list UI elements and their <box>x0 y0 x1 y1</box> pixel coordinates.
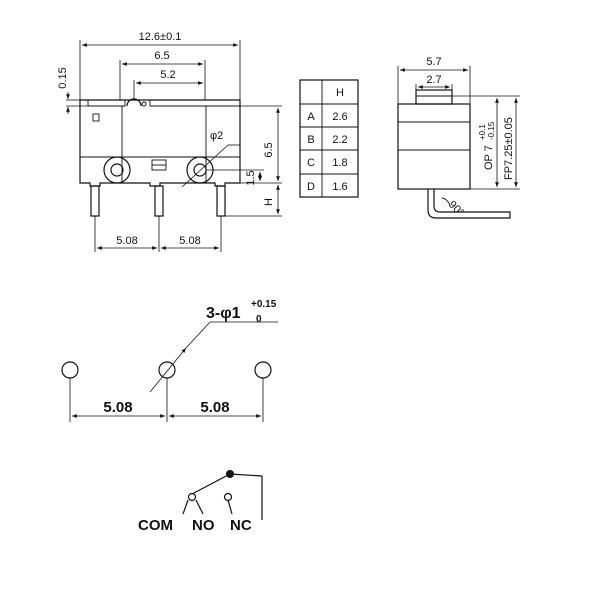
footprint-hole-label: 3-φ1 <box>206 305 241 322</box>
mount-hole-left <box>103 156 131 184</box>
pin-no <box>154 185 164 217</box>
side-body <box>397 103 471 190</box>
dim-lever-offset: 5.2 <box>160 69 175 81</box>
marker-box <box>92 113 100 122</box>
op-tol-lower: -0.15 <box>487 121 496 140</box>
op-tol-upper: +0.1 <box>478 124 487 140</box>
table-value: 1.8 <box>332 157 347 169</box>
table-key: C <box>307 157 315 169</box>
dim-pitch-left: 5.08 <box>116 235 137 247</box>
footprint-hole-nc <box>254 361 272 379</box>
footprint-tol-lower: 0 <box>256 314 262 325</box>
dim-pin-height: H <box>263 198 275 206</box>
dim-pitch-right: 5.08 <box>179 235 200 247</box>
mount-hole-left-inner <box>110 163 124 177</box>
schematic: COM NO NC <box>138 470 263 534</box>
switch-arm <box>191 473 231 495</box>
dim-gap: 0.15 <box>57 67 69 88</box>
side-view: 90° 5.7 2.7 OP 7 +0.1 -0.15 FP7.25±0.05 <box>397 56 520 219</box>
front-view: 12.6±0.1 6.5 5.2 0.15 φ2 6.5 1.5 H <box>57 31 282 252</box>
table-value: 2.2 <box>332 134 347 146</box>
footprint-pitch-right: 5.08 <box>200 399 229 416</box>
footprint: 5.08 5.08 3-φ1 +0.15 0 <box>61 299 278 422</box>
h-table: H A 2.6 B 2.2 C 1.8 D 1.6 <box>299 79 359 198</box>
table-value: 2.6 <box>332 111 347 123</box>
top-ridge <box>80 99 240 107</box>
nc-contact <box>223 492 233 502</box>
pin-nc <box>216 185 226 217</box>
label-nc: NC <box>230 517 252 534</box>
label-com: COM <box>138 517 173 534</box>
dim-hole-dia: φ2 <box>210 130 223 142</box>
footprint-tol-upper: +0.15 <box>251 299 277 310</box>
dim-pin-offset: 1.5 <box>245 170 257 185</box>
table-value: 1.6 <box>332 181 347 193</box>
fp-label: FP7.25±0.05 <box>503 117 515 180</box>
dim-body-height: 6.5 <box>263 142 275 157</box>
dim-overall-width: 12.6±0.1 <box>139 31 182 43</box>
dim-button-width: 2.7 <box>426 74 441 86</box>
footprint-hole-com <box>61 361 79 379</box>
dim-lever-width: 6.5 <box>154 50 169 62</box>
footprint-pitch-left: 5.08 <box>103 399 132 416</box>
pin-com <box>90 185 100 217</box>
op-label: OP 7 <box>483 145 495 170</box>
table-key: A <box>307 111 315 123</box>
no-contact <box>187 492 197 502</box>
side-lead <box>427 189 511 219</box>
side-button <box>415 89 453 105</box>
dim-side-width: 5.7 <box>426 56 441 68</box>
table-key: D <box>307 181 315 193</box>
actuator-dot <box>141 101 147 107</box>
dim-angle: 90° <box>446 199 466 219</box>
table-header: H <box>336 87 344 99</box>
table-key: B <box>307 134 314 146</box>
label-no: NO <box>192 517 215 534</box>
